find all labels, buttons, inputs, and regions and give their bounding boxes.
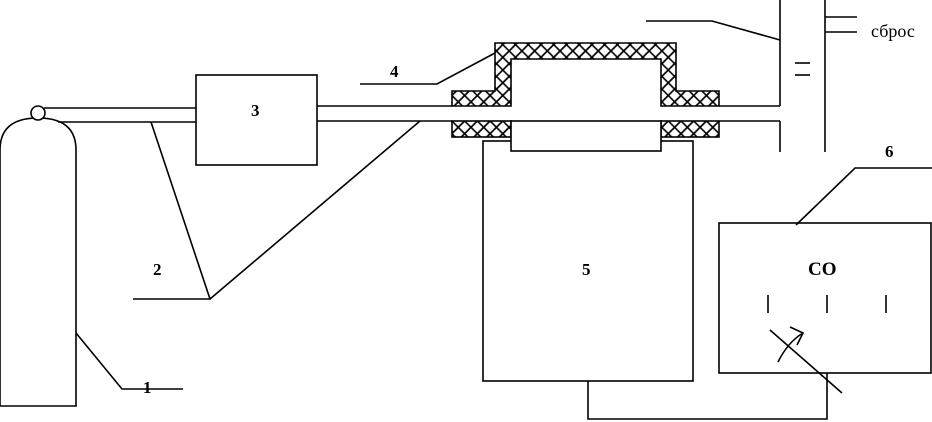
cylinder-valve: [30, 105, 46, 121]
co-analyzer: [718, 222, 932, 394]
gas-cylinder: [0, 105, 77, 407]
sample-line: [587, 373, 828, 420]
furnace-cover: [451, 42, 720, 138]
analyzer-scale-arc: [777, 332, 804, 363]
furnace-box: [482, 140, 694, 382]
leader-2-b: [209, 120, 421, 300]
label-4: 4: [390, 62, 399, 81]
outlet-pipes: [719, 105, 781, 152]
leader-6: [795, 167, 932, 226]
furnace-tube: [510, 120, 662, 152]
vent-label: сброс: [871, 21, 915, 41]
analyzer-co-text: CO: [808, 259, 837, 280]
inlet-pipes: [44, 107, 196, 123]
label-1: 1: [143, 378, 152, 397]
leader-3: [360, 52, 496, 85]
analyzer-needle: [769, 329, 843, 394]
leader-1: [75, 332, 183, 390]
middle-pipes: [317, 105, 452, 122]
label-6: 6: [885, 142, 894, 161]
leader-lines: [75, 20, 932, 390]
leader-vent: [646, 20, 781, 41]
unit-3-box: [195, 74, 318, 166]
vent-column: [779, 0, 857, 152]
label-5: 5: [582, 260, 591, 279]
label-2: 2: [153, 260, 162, 279]
label-3: 3: [251, 101, 260, 120]
